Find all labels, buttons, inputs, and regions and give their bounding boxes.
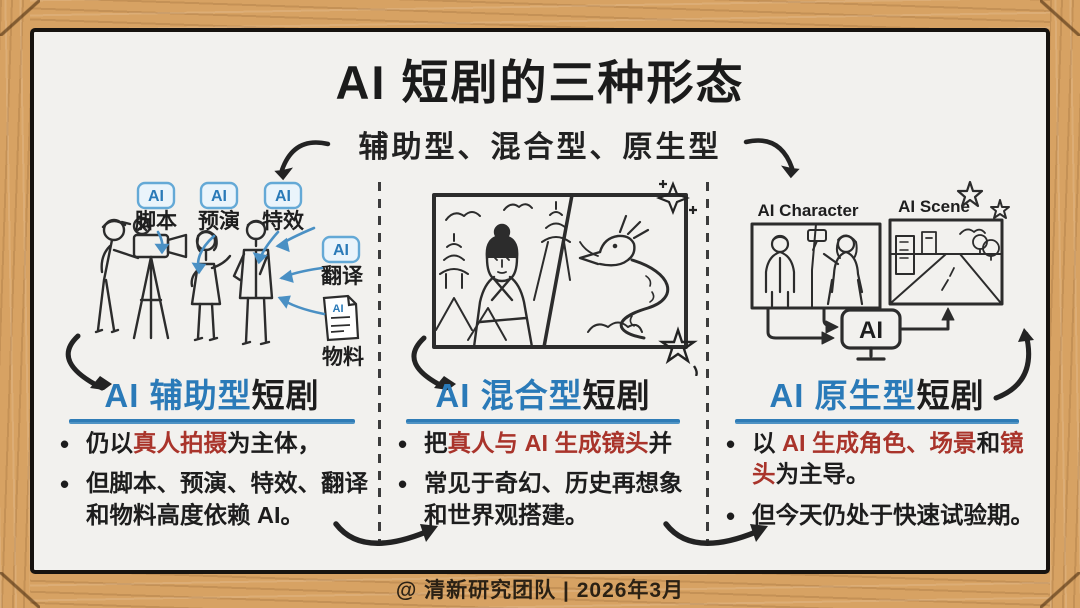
star-icon bbox=[990, 199, 1010, 219]
bullet-item: •仍以真人拍摄为主体， bbox=[60, 429, 321, 459]
column-hybrid: AI 混合型短剧 •把真人与 AI 生成镜头并 •常见于奇幻、历史再想象和世界观… bbox=[384, 180, 702, 566]
frame-corner bbox=[0, 572, 40, 608]
wood-frame-right bbox=[1050, 0, 1080, 608]
panel-character-label: AI Character bbox=[757, 201, 858, 220]
arrow-assisted-to-hybrid-icon bbox=[333, 521, 438, 546]
footer-credit: @ 清新研究团队 | 2026年3月 bbox=[395, 579, 685, 602]
native-bullets: •以 AI 生成角色、场景和镜头为主导。 •但今天仍处于快速试验期。 bbox=[722, 428, 1042, 540]
arrow-hybrid-to-native-icon bbox=[663, 521, 768, 546]
sparkle-icon bbox=[656, 180, 697, 215]
heading-underline bbox=[735, 419, 1019, 425]
subtitle: 辅助型、混合型、原生型 bbox=[358, 131, 722, 164]
hybrid-frame-illustration bbox=[432, 180, 698, 376]
assisted-heading: AI 辅助型短剧 bbox=[46, 377, 378, 425]
hybrid-heading-blue: AI 混合型 bbox=[435, 377, 583, 414]
bullet-item: •但今天仍处于快速试验期。 bbox=[726, 500, 1034, 531]
arrow-up-native-icon bbox=[993, 328, 1034, 401]
ai-scene-panel bbox=[888, 218, 1004, 306]
ai-badge-icon: AI bbox=[275, 188, 291, 205]
column-assisted: AI AI AI AI AI 脚本 预演 特效 翻译 bbox=[46, 180, 378, 566]
native-heading-blue: AI 原生型 bbox=[769, 377, 917, 414]
arrow-to-assisted-heading-icon bbox=[65, 333, 112, 391]
panel-scene-label: AI Scene bbox=[898, 197, 970, 216]
arrow-to-hybrid-heading-icon bbox=[411, 335, 456, 391]
arrow-subtitle-left-icon bbox=[274, 140, 331, 181]
native-heading-black: 短剧 bbox=[916, 377, 985, 414]
hybrid-heading-black: 短剧 bbox=[582, 377, 651, 414]
ai-badge-icon: AI bbox=[148, 188, 164, 205]
frame-corner bbox=[1040, 572, 1080, 608]
assisted-heading-blue: AI 辅助型 bbox=[104, 377, 252, 414]
assisted-heading-black: 短剧 bbox=[251, 377, 320, 414]
column-native: AI Character AI Scene bbox=[712, 180, 1042, 566]
assisted-bullets: •仍以真人拍摄为主体， •但脚本、预演、特效、翻译和物料高度依赖 AI。 bbox=[56, 428, 378, 540]
label-vfx: 特效 bbox=[262, 209, 304, 233]
column-divider-2 bbox=[706, 182, 709, 544]
star-icon bbox=[956, 180, 984, 208]
hybrid-bullets: •把真人与 AI 生成镜头并 •常见于奇幻、历史再想象和世界观搭建。 bbox=[394, 428, 702, 540]
monitor-ai-label: AI bbox=[859, 317, 883, 344]
heading-underline bbox=[406, 419, 680, 425]
label-previz: 预演 bbox=[198, 209, 240, 233]
ai-badge-icon: AI bbox=[333, 242, 349, 259]
whiteboard: AI 短剧的三种形态 辅助型、混合型、原生型 bbox=[30, 28, 1050, 574]
arrow-subtitle-right-icon bbox=[743, 138, 800, 179]
label-translate: 翻译 bbox=[321, 265, 364, 288]
page-title: AI 短剧的三种形态 bbox=[335, 56, 745, 109]
label-script: 脚本 bbox=[135, 210, 177, 233]
bullet-item: •以 AI 生成角色、场景和镜头为主导。 bbox=[726, 429, 1024, 488]
ai-badge-icon: AI bbox=[211, 188, 227, 205]
bullet-item: •但脚本、预演、特效、翻译和物料高度依赖 AI。 bbox=[60, 469, 368, 528]
label-materials: 物料 bbox=[322, 345, 364, 369]
column-divider-1 bbox=[378, 182, 381, 544]
star-icon bbox=[658, 326, 698, 365]
heading-underline bbox=[69, 419, 355, 425]
bullet-item: •常见于奇幻、历史再想象和世界观搭建。 bbox=[398, 469, 683, 528]
wood-frame-left bbox=[0, 0, 30, 608]
hybrid-heading: AI 混合型短剧 bbox=[384, 377, 702, 425]
bullet-item: •把真人与 AI 生成镜头并 bbox=[398, 429, 673, 459]
native-heading: AI 原生型短剧 bbox=[712, 377, 1042, 425]
ai-doc-label: AI bbox=[333, 303, 344, 315]
film-crew-illustration: AI AI AI AI AI 脚本 预演 特效 翻译 bbox=[94, 181, 364, 369]
ai-native-illustration: AI Character AI Scene bbox=[750, 180, 1010, 361]
